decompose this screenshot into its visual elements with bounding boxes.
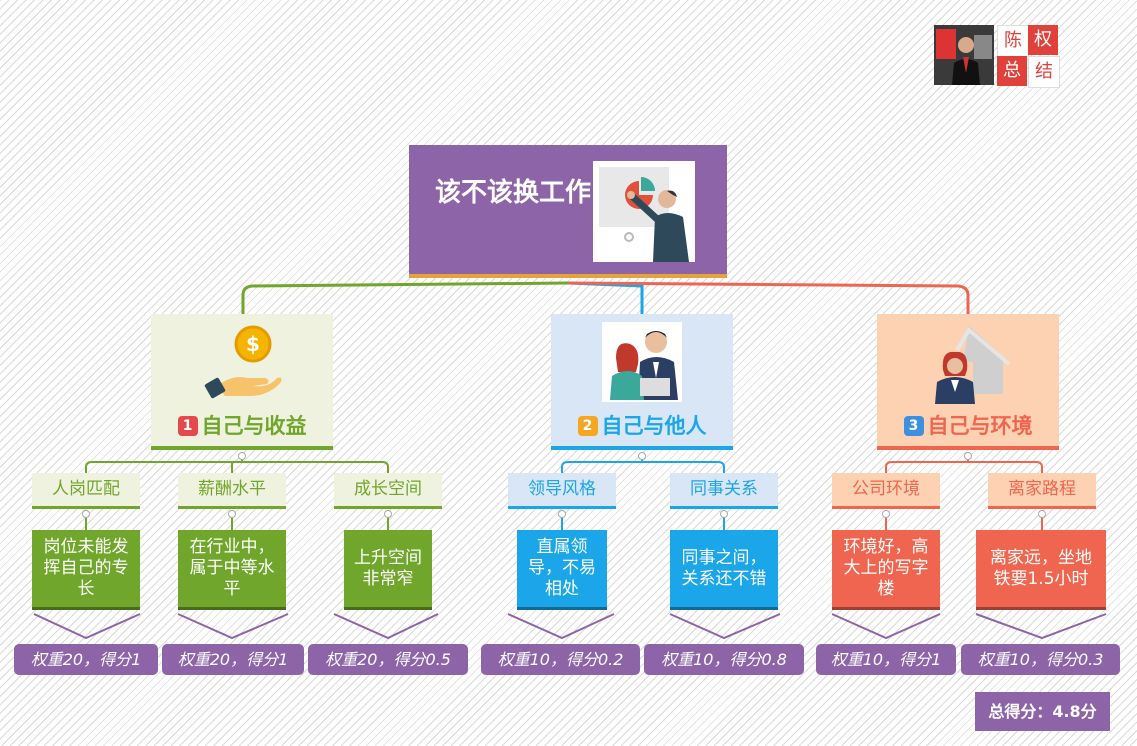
collapse-toggle[interactable] [238,452,246,460]
weight-score-label: 权重20，得分0.5 [308,644,468,675]
leaf-note[interactable]: 在行业中，属于中等水平 [178,530,286,610]
colleagues-icon [602,322,682,402]
branch-title-text: 自己与收益 [201,414,307,438]
branch-underline [551,446,733,450]
root-topic[interactable]: 该不该换工作 [409,145,727,278]
branch-title-text: 自己与环境 [927,414,1033,438]
weight-score-label: 权重10，得分0.3 [961,644,1120,675]
weight-score-label: 权重10，得分1 [816,644,956,675]
weight-score-label: 权重20，得分1 [14,644,158,675]
branch-number-badge: 1 [177,416,198,436]
logo-char: 权 [1028,25,1058,55]
collapse-toggle[interactable] [964,452,972,460]
collapse-toggle[interactable] [228,510,236,518]
total-score: 总得分：4.8分 [975,692,1110,731]
branch-number-badge: 2 [577,416,598,436]
collapse-toggle[interactable] [384,510,392,518]
collapse-toggle[interactable] [1038,510,1046,518]
logo-char: 陈 [997,25,1029,57]
branch-underline [877,446,1059,450]
collapse-toggle[interactable] [82,510,90,518]
money-hand-icon: $ [203,322,283,406]
subtopic[interactable]: 公司环境 [832,473,940,509]
weight-score-label: 权重20，得分1 [162,644,304,675]
collapse-toggle[interactable] [720,510,728,518]
leaf-note[interactable]: 岗位未能发挥自己的专长 [32,530,140,610]
branch-underline [151,446,333,450]
branch-title-text: 自己与他人 [601,414,707,438]
weight-score-label: 权重10，得分0.8 [644,644,804,675]
leaf-note[interactable]: 环境好，高大上的写字楼 [832,530,940,610]
leaf-note[interactable]: 直属领导，不易相处 [517,530,607,610]
subtopic[interactable]: 人岗匹配 [32,473,140,509]
subtopic[interactable]: 薪酬水平 [178,473,286,509]
collapse-toggle[interactable] [558,510,566,518]
subtopic[interactable]: 同事关系 [670,473,778,509]
leaf-note[interactable]: 同事之间，关系还不错 [670,530,778,610]
author-logo: 陈 权 总 结 [934,25,1060,88]
collapse-toggle[interactable] [638,452,646,460]
root-title: 该不该换工作 [434,178,591,208]
logo-char: 总 [997,56,1027,86]
presenter-photo [934,25,994,85]
subtopic[interactable]: 成长空间 [334,473,442,509]
subtopic[interactable]: 离家路程 [988,473,1096,509]
leaf-note[interactable]: 上升空间非常窄 [344,530,432,610]
svg-text:$: $ [246,332,260,356]
woman-house-icon [929,320,1011,408]
collapse-toggle[interactable] [882,510,890,518]
branch-number-badge: 3 [903,416,924,436]
weight-score-label: 权重10，得分0.2 [481,644,640,675]
leaf-note[interactable]: 离家远，坐地铁要1.5小时 [976,530,1106,610]
presentation-chart-icon [593,161,695,262]
subtopic[interactable]: 领导风格 [508,473,616,509]
logo-char: 结 [1028,56,1060,88]
